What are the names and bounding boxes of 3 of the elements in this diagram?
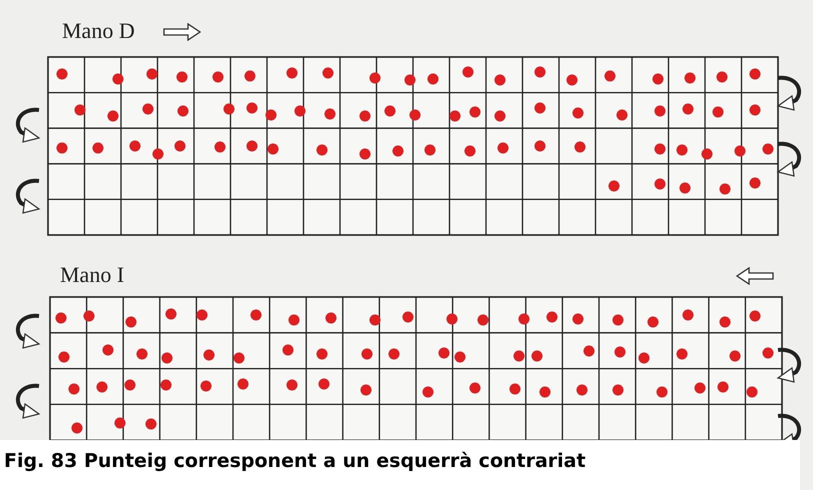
grid-title: Mano I — [60, 264, 124, 286]
grid-title: Mano D — [62, 20, 135, 42]
figure-caption: Fig. 83 Punteig corresponent a un esquerrà contrariat — [0, 440, 800, 490]
